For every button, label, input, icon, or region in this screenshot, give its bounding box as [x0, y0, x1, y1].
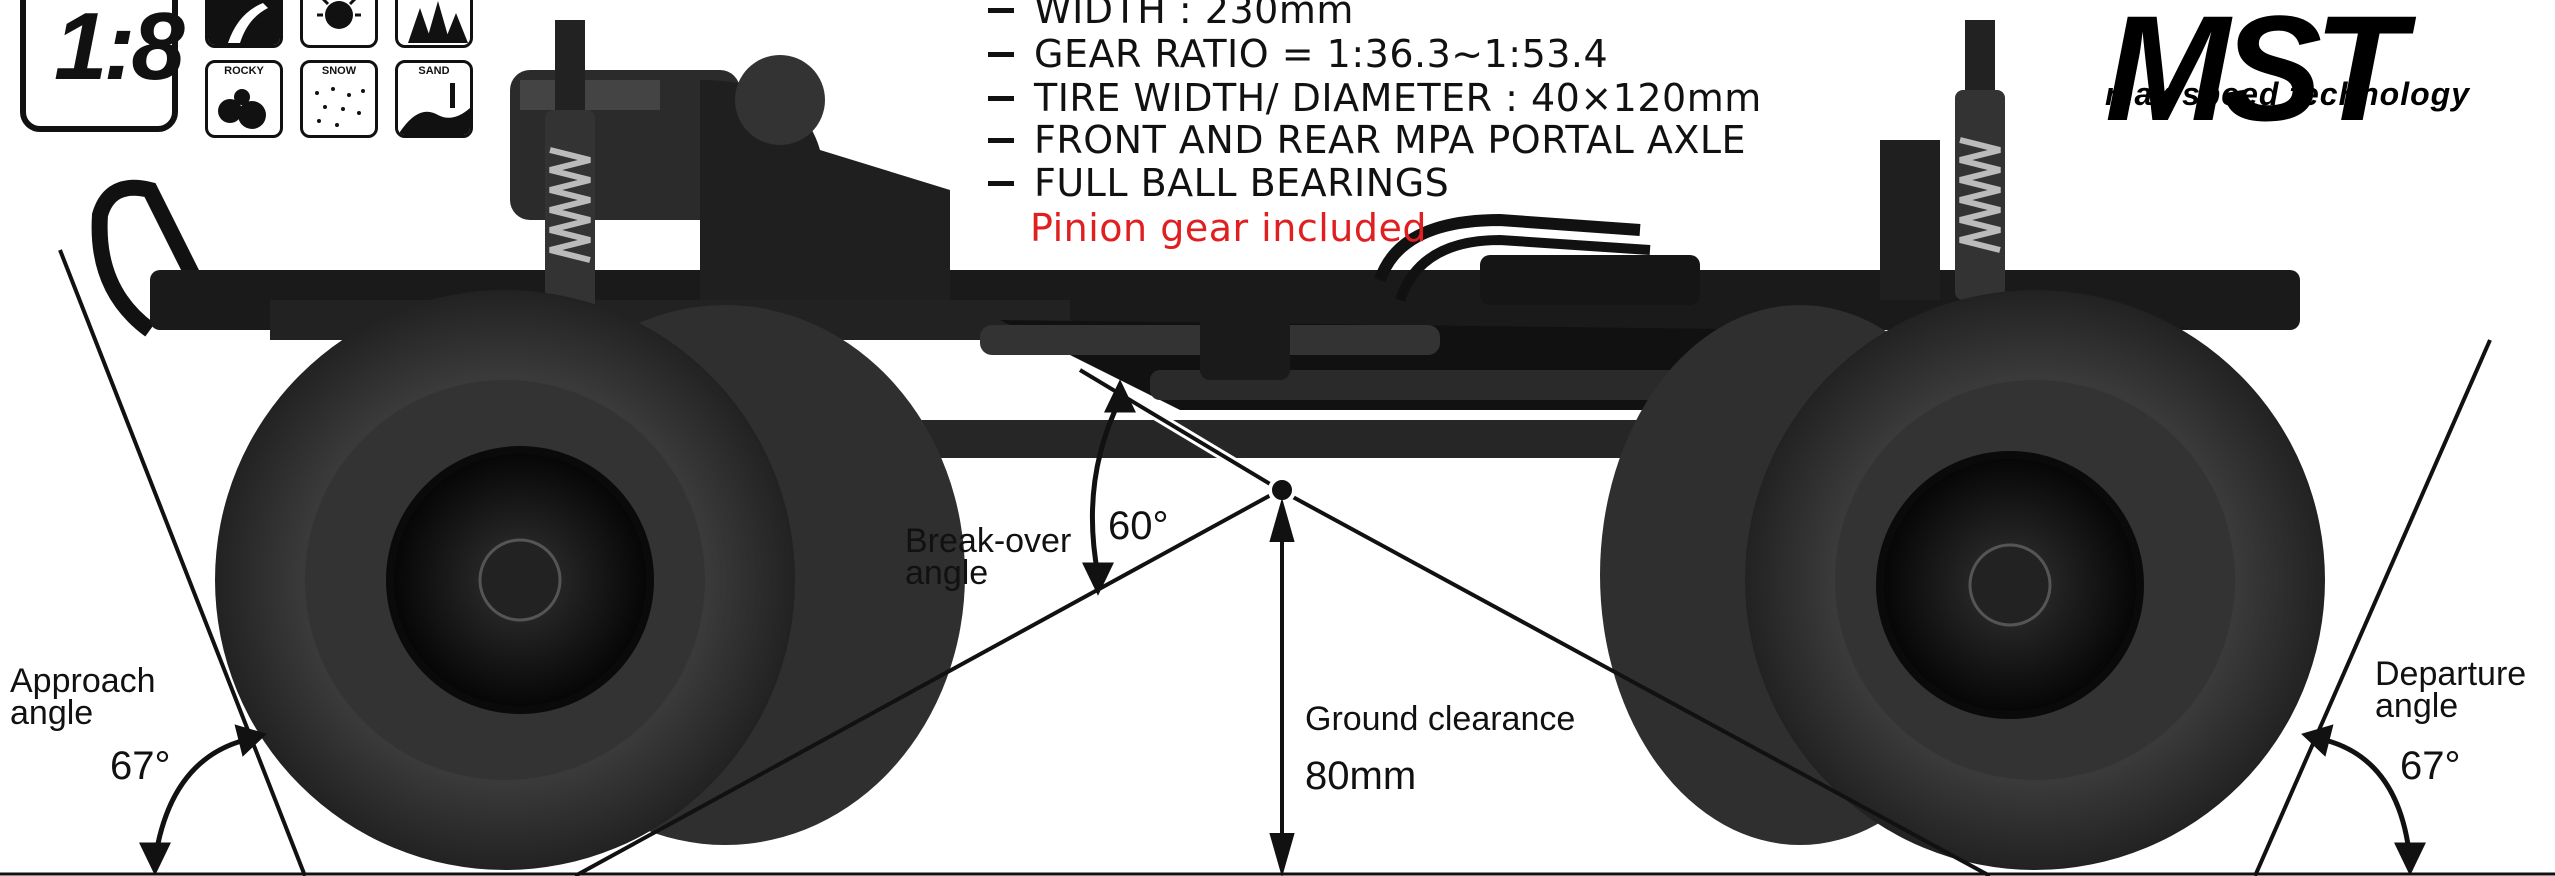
- spec-line: FRONT AND REAR MPA PORTAL AXLE: [988, 118, 1746, 162]
- approach-label: Approach angle: [10, 662, 156, 732]
- front-wheel: [1600, 290, 2325, 870]
- clearance-label: Ground clearance: [1305, 700, 1576, 738]
- terrain-label-rocky: ROCKY: [224, 65, 264, 77]
- dash-icon: [988, 96, 1014, 101]
- approach-value: 67°: [110, 744, 171, 788]
- clearance-arrow: [1269, 497, 1295, 876]
- spec-line: GEAR RATIO = 1:36.3~1:53.4: [988, 32, 1608, 76]
- departure-value: 67°: [2400, 744, 2461, 788]
- dash-icon: [988, 181, 1014, 186]
- forest-icon: [395, 0, 473, 48]
- dash-icon: [988, 138, 1014, 143]
- rear-shock: [1880, 20, 2005, 300]
- snow-icon: SNOW: [300, 60, 378, 138]
- scale-label: 1:8: [54, 0, 185, 100]
- brand-tagline: max speed technology: [2105, 76, 2470, 112]
- breakover-label: Break-over angle: [905, 522, 1072, 592]
- sand-icon: SAND: [395, 60, 473, 138]
- breakover-value: 60°: [1108, 504, 1169, 548]
- sun-icon: [300, 0, 378, 48]
- rock-icon: ROCKY: [205, 60, 283, 138]
- terrain-label-snow: SNOW: [321, 65, 357, 77]
- spec-line: WIDTH : 230mm: [988, 0, 1354, 32]
- road-icon: [205, 0, 283, 48]
- approach-arc: [139, 724, 267, 876]
- brand-logo: MST: [2105, 0, 2406, 152]
- scale-badge: 1:8: [20, 0, 185, 132]
- rear-bumper: [91, 179, 208, 337]
- departure-arc: [2301, 724, 2426, 876]
- spec-line: FULL BALL BEARINGS: [988, 161, 1449, 205]
- dash-icon: [988, 8, 1014, 13]
- front-shock: [545, 20, 595, 310]
- rear-wheel: [215, 290, 965, 870]
- pinion-note: Pinion gear included: [1030, 206, 1427, 250]
- departure-label: Departure angle: [2375, 655, 2527, 725]
- dash-icon: [988, 52, 1014, 57]
- breakover-arc: [1082, 379, 1136, 596]
- clearance-value: 80mm: [1305, 754, 1417, 798]
- angle-lines: [0, 249, 2555, 876]
- terrain-label-sand: SAND: [418, 65, 450, 77]
- spec-line: TIRE WIDTH/ DIAMETER : 40×120mm: [988, 76, 1762, 120]
